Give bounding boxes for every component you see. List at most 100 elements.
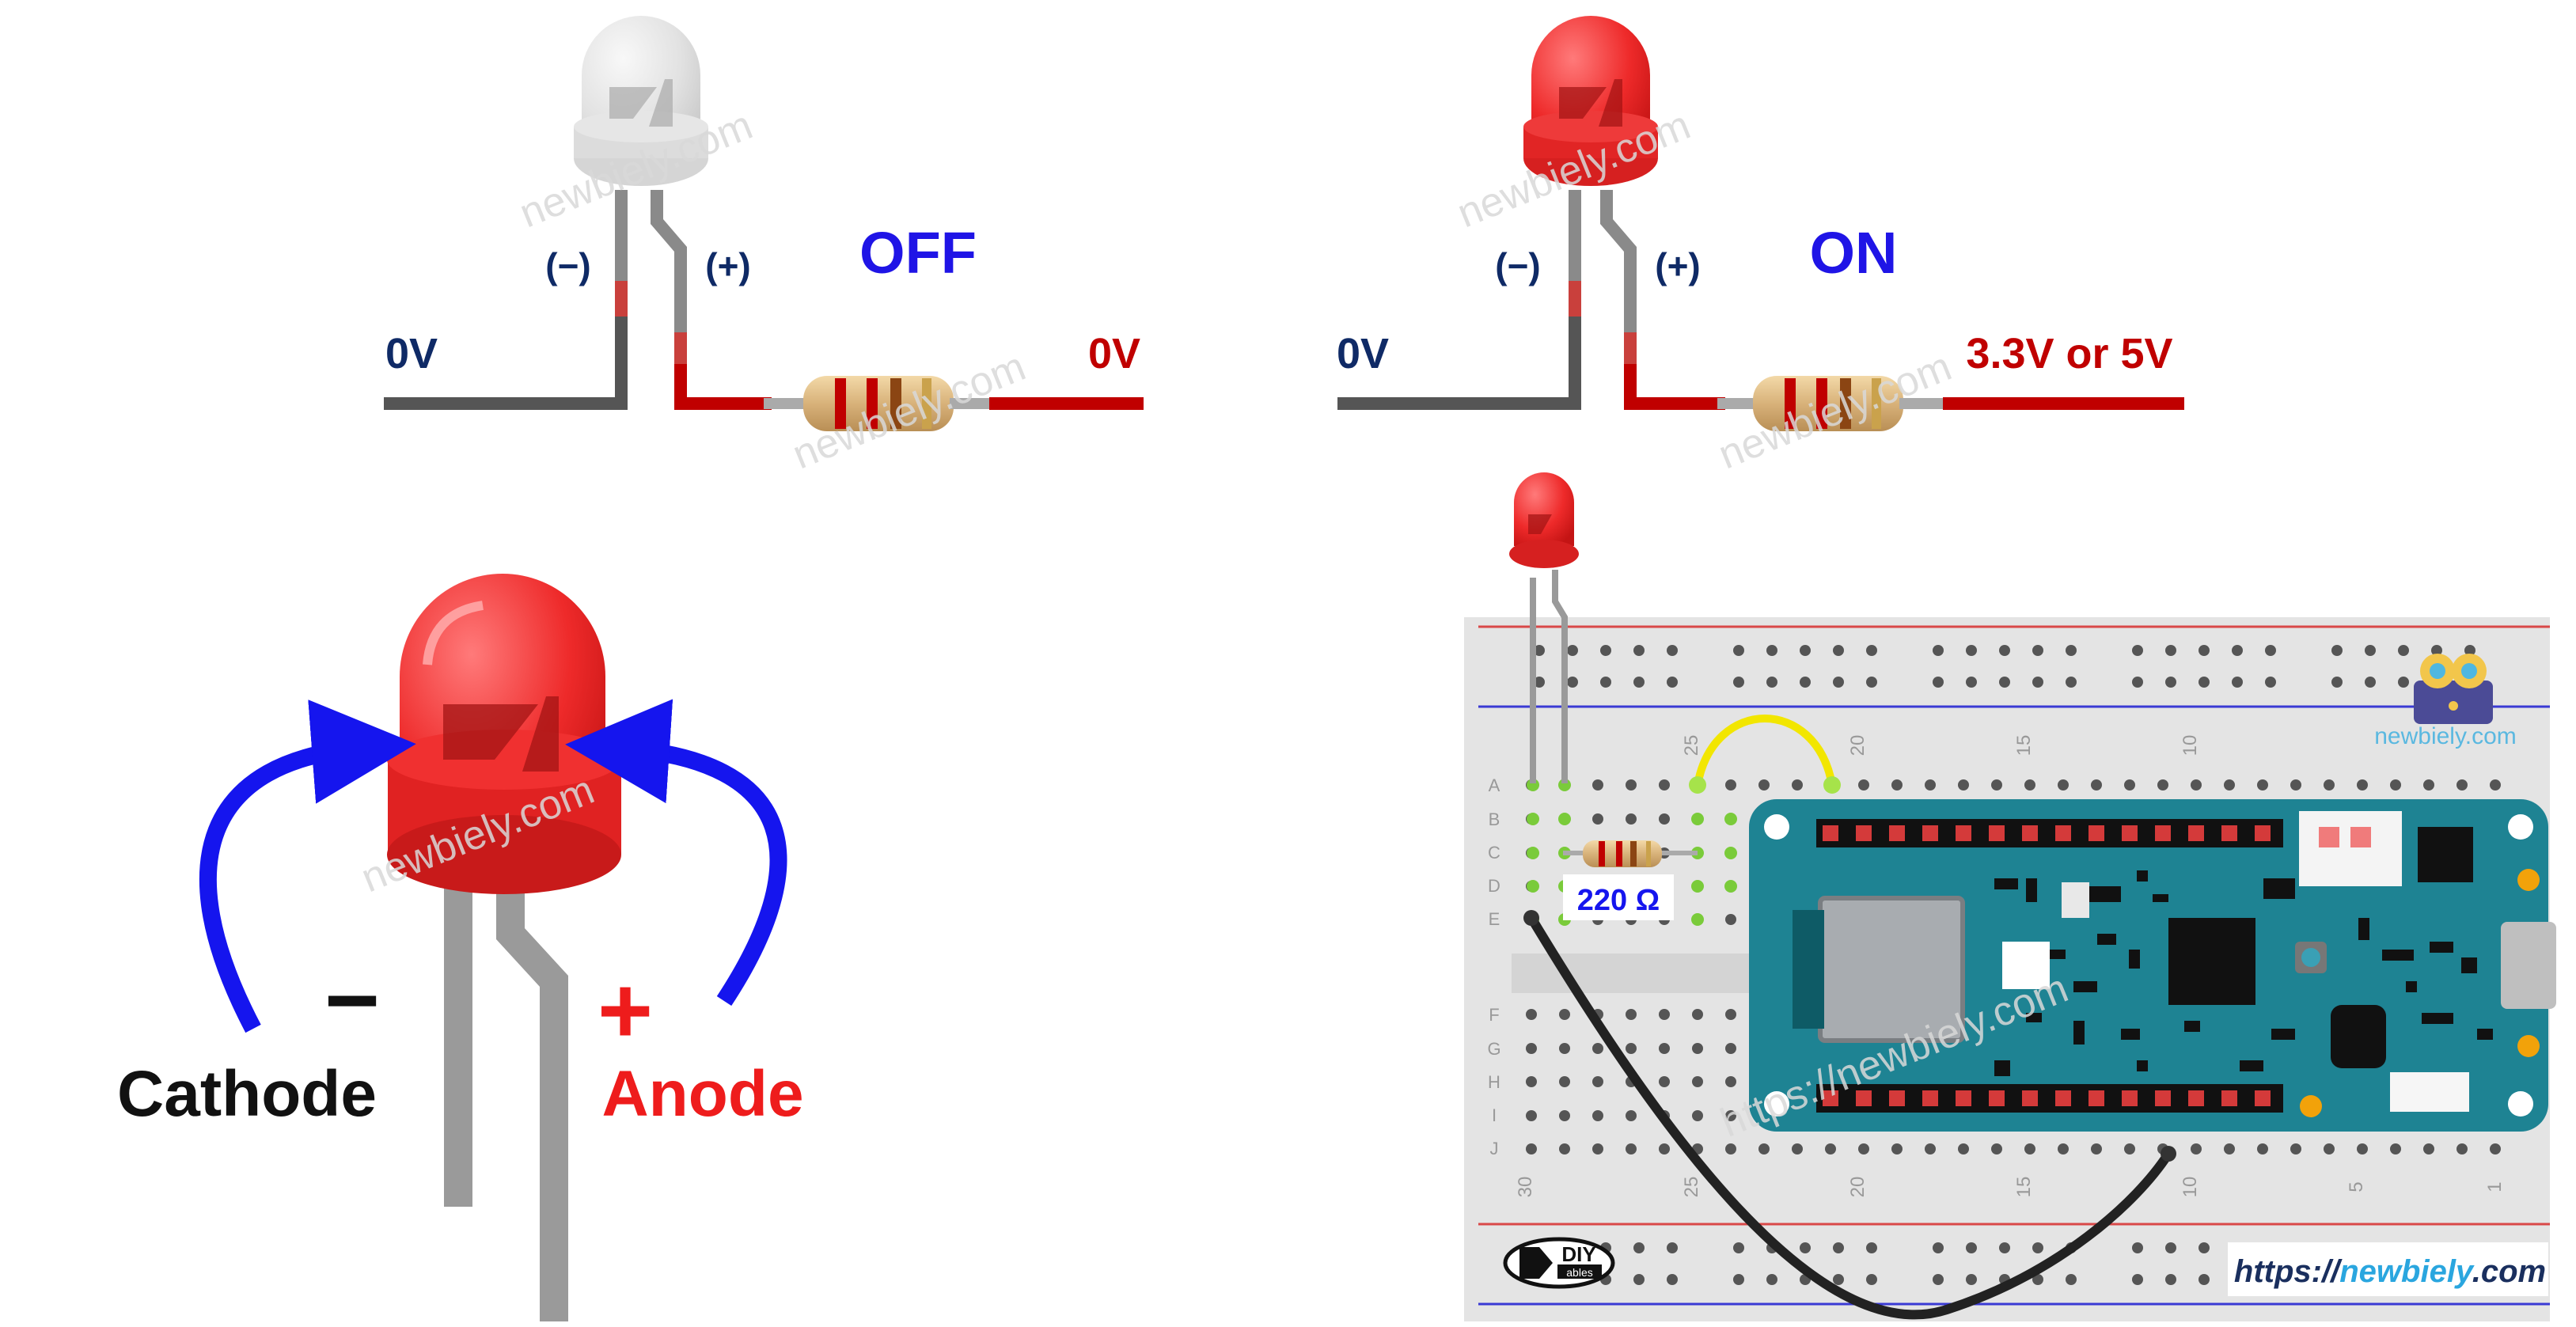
on-led xyxy=(1523,16,1658,186)
smd-part xyxy=(2129,950,2140,969)
on-anode-wire xyxy=(1600,190,1725,410)
url-suffix: .com xyxy=(2472,1254,2546,1289)
breadboard-hole xyxy=(1526,1143,1537,1154)
header-pin xyxy=(2188,1090,2204,1106)
row-letters-bottom: F G H I J xyxy=(1487,1005,1500,1158)
breadboard-hole xyxy=(2024,779,2035,791)
column-number: 15 xyxy=(2013,1177,2035,1198)
breadboard-hole xyxy=(2232,677,2243,688)
breadboard-hole xyxy=(1792,779,1803,791)
highlighted-hole xyxy=(1691,813,1704,825)
header-pin xyxy=(1856,825,1872,841)
ground-wire-end xyxy=(2161,1146,2176,1162)
row-letter: D xyxy=(1488,876,1500,896)
breadboard-hole xyxy=(1733,677,1744,688)
url-prefix: https:// xyxy=(2234,1254,2343,1289)
smd-part xyxy=(2026,878,2037,902)
breadboard-hole xyxy=(2165,677,2176,688)
breadboard-hole xyxy=(2357,1143,2368,1154)
cathode-label: Cathode xyxy=(117,1058,377,1130)
breadboard-hole xyxy=(2191,1143,2202,1154)
breadboard-hole xyxy=(1725,779,1736,791)
breadboard-hole xyxy=(1526,1076,1537,1087)
row-letter: A xyxy=(1489,775,1500,795)
diy-ables-logo: DIY ables xyxy=(1503,1237,1615,1289)
column-number: 1 xyxy=(2484,1181,2506,1192)
breadboard-hole xyxy=(1592,1076,1603,1087)
on-resistor xyxy=(1717,376,2184,431)
breadboard-hole xyxy=(1534,645,1545,656)
breadboard-hole xyxy=(1692,1009,1703,1020)
breadboard-hole xyxy=(1833,677,1844,688)
breadboard-hole xyxy=(1526,1009,1537,1020)
breadboard-hole xyxy=(2199,645,2210,656)
yellow-jumper-wire xyxy=(1694,715,1836,786)
off-right-voltage: 0V xyxy=(1088,330,1140,377)
breadboard-hole xyxy=(1659,1009,1670,1020)
plus-sign: + xyxy=(598,957,653,1063)
breadboard-hole xyxy=(1659,1143,1670,1154)
on-left-voltage: 0V xyxy=(1337,330,1389,377)
breadboard-hole xyxy=(2199,677,2210,688)
breadboard-hole xyxy=(1725,1009,1736,1020)
smd-part xyxy=(1994,878,2018,889)
breadboard-hole xyxy=(1966,1274,1977,1285)
breadboard-hole xyxy=(2032,677,2043,688)
header-pin xyxy=(2221,1090,2237,1106)
smd-components xyxy=(1994,870,2493,1076)
smd-part xyxy=(2271,1029,2295,1040)
breadboard-hole xyxy=(2165,1242,2176,1253)
owl-logo-text: newbiely.com xyxy=(2374,723,2517,749)
watermark: newbiely.com xyxy=(1713,343,1958,478)
breadboard-hole xyxy=(2224,779,2235,791)
breadboard-hole xyxy=(2331,645,2343,656)
breadboard-hole xyxy=(1626,1143,1637,1154)
smd-part xyxy=(2240,1060,2263,1071)
highlighted-hole xyxy=(1724,813,1737,825)
breadboard-hole xyxy=(1559,1043,1570,1054)
highlighted-hole xyxy=(1527,880,1539,893)
header-pins xyxy=(1823,825,2271,1106)
column-number: 5 xyxy=(2346,1181,2367,1192)
anode-label: Anode xyxy=(601,1058,803,1130)
breadboard-hole xyxy=(2024,1143,2035,1154)
smd-part xyxy=(2137,870,2148,882)
breadboard-hole xyxy=(1692,1043,1703,1054)
breadboard-hole xyxy=(1891,779,1903,791)
breadboard-hole xyxy=(1592,779,1603,791)
header-pin xyxy=(2155,1090,2171,1106)
breadboard-hole xyxy=(1966,677,1977,688)
breadboard-led xyxy=(1509,472,1579,783)
breadboard-hole xyxy=(1667,645,1678,656)
breadboard-hole xyxy=(2490,779,2501,791)
breadboard-hole xyxy=(2431,645,2442,656)
smd-part xyxy=(2343,1045,2354,1060)
row-letter: J xyxy=(1490,1139,1499,1158)
highlighted-hole xyxy=(1724,847,1737,859)
breadboard-hole xyxy=(1534,677,1545,688)
smd-part xyxy=(2089,886,2121,902)
ground-wire-end xyxy=(1523,910,1539,926)
row-letter: H xyxy=(1488,1072,1500,1092)
off-resistor xyxy=(764,376,1144,431)
breadboard-hole xyxy=(1600,677,1611,688)
column-number: 10 xyxy=(2180,1177,2201,1198)
header-pin xyxy=(1922,825,1938,841)
breadboard-hole xyxy=(1725,1110,1736,1121)
off-left-voltage: 0V xyxy=(385,330,438,377)
row-letter: C xyxy=(1488,843,1500,863)
breadboard-hole xyxy=(1659,813,1670,825)
breadboard-hole xyxy=(2224,1143,2235,1154)
breadboard-hole xyxy=(1758,779,1770,791)
breadboard-hole xyxy=(1999,1242,2010,1253)
cathode-arrow xyxy=(199,700,416,1033)
breadboard-hole xyxy=(1858,1143,1869,1154)
header-pin xyxy=(1856,1090,1872,1106)
jumper-end xyxy=(1823,776,1841,794)
header-pin xyxy=(2122,825,2138,841)
breadboard-hole xyxy=(2165,645,2176,656)
off-cathode-wire xyxy=(384,190,628,410)
breadboard-hole xyxy=(1999,645,2010,656)
breadboard-hole xyxy=(1800,1242,1811,1253)
owl-logo xyxy=(2414,654,2493,724)
